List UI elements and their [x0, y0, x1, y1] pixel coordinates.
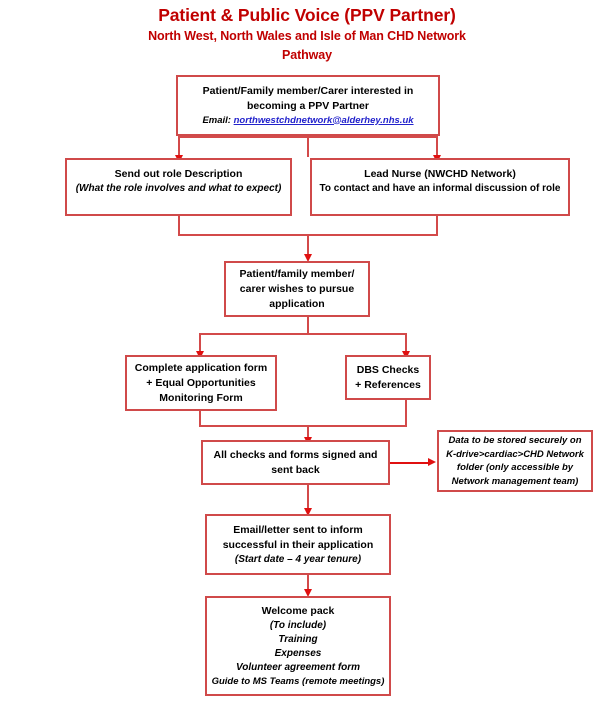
connector-split-horizontal-1	[178, 136, 438, 138]
node-interest-email-row: Email: northwestchdnetwork@alderhey.nhs.…	[202, 114, 413, 128]
connector-dbs-checks-down	[405, 400, 407, 427]
page-subtitle-line1: North West, North Wales and Isle of Man …	[148, 29, 466, 43]
node-welcome-pack-line4: Expenses	[274, 647, 322, 659]
connector-pursue-down	[307, 317, 309, 335]
node-interest-line1: Patient/Family member/Carer interested i…	[202, 84, 414, 97]
email-label: Email:	[202, 114, 231, 126]
node-lead-nurse-line1: Lead Nurse (NWCHD Network)	[364, 168, 516, 180]
connector-lead-nurse-down	[436, 216, 438, 236]
email-link[interactable]: northwestchdnetwork@alderhey.nhs.uk	[233, 114, 414, 126]
node-application-form[interactable]: Complete application form + Equal Opport…	[125, 355, 277, 411]
node-data-storage[interactable]: Data to be stored securely on K-drive>ca…	[437, 430, 593, 492]
page-subtitle-line2: Pathway	[281, 48, 332, 62]
connector-interest-down	[307, 135, 309, 157]
node-interest-line2: becoming a PPV Partner	[247, 99, 369, 112]
connector-split-right-down-2	[405, 333, 407, 354]
connector-application-form-down	[199, 411, 201, 427]
node-data-storage-line3: folder (only accessible by	[456, 462, 574, 473]
node-welcome-pack-line3: Training	[278, 633, 318, 645]
node-pursue-line3: application	[269, 297, 325, 310]
node-all-checks-line1: All checks and forms signed and	[213, 448, 378, 461]
connector-split-left-down	[178, 136, 180, 158]
node-dbs-checks-line2: + References	[355, 378, 421, 391]
arrow-to-data-storage	[428, 458, 436, 466]
node-application-form-line1: Complete application form	[134, 361, 268, 374]
node-application-form-line2: + Equal Opportunities	[146, 376, 256, 389]
connector-all-checks-right	[390, 462, 430, 464]
node-dbs-checks[interactable]: DBS Checks + References	[345, 355, 431, 400]
node-pursue[interactable]: Patient/family member/ carer wishes to p…	[224, 261, 370, 317]
connector-role-description-down	[178, 216, 180, 236]
title-block: Patient & Public Voice (PPV Partner) Nor…	[0, 0, 614, 65]
node-all-checks[interactable]: All checks and forms signed and sent bac…	[201, 440, 390, 485]
node-email-letter-line3: (Start date – 4 year tenure)	[234, 553, 362, 565]
node-welcome-pack-line6: Guide to MS Teams (remote meetings)	[211, 675, 385, 687]
connector-split-horizontal-2	[199, 333, 407, 335]
connector-email-letter-down	[307, 575, 309, 595]
node-pursue-line1: Patient/family member/	[239, 267, 355, 280]
arrow-to-email-letter	[303, 508, 312, 516]
node-email-letter[interactable]: Email/letter sent to inform successful i…	[205, 514, 391, 575]
arrow-to-pursue	[303, 254, 312, 262]
node-data-storage-line4: Network management team)	[451, 475, 579, 487]
node-lead-nurse[interactable]: Lead Nurse (NWCHD Network) To contact an…	[310, 158, 570, 216]
node-role-description-line2: (What the role involves and what to expe…	[75, 183, 282, 194]
connector-all-checks-down	[307, 485, 309, 510]
node-welcome-pack-line5: Volunteer agreement form	[235, 661, 361, 673]
node-interest[interactable]: Patient/Family member/Carer interested i…	[176, 75, 440, 136]
node-welcome-pack[interactable]: Welcome pack (To include) Training Expen…	[205, 596, 391, 696]
node-role-description[interactable]: Send out role Description (What the role…	[65, 158, 292, 216]
node-application-form-line3: Monitoring Form	[159, 391, 243, 404]
node-dbs-checks-line1: DBS Checks	[356, 363, 420, 376]
node-pursue-line2: carer wishes to pursue	[239, 282, 355, 295]
page-title: Patient & Public Voice (PPV Partner)	[158, 5, 456, 25]
node-data-storage-line2: K-drive>cardiac>CHD Network	[446, 448, 584, 460]
connector-split-left-down-2	[199, 333, 201, 354]
node-email-letter-line1: Email/letter sent to inform	[233, 523, 363, 536]
connector-merge-down-to-all-checks	[307, 425, 309, 440]
node-data-storage-line1: Data to be stored securely on	[448, 435, 582, 446]
node-all-checks-line2: sent back	[271, 463, 320, 476]
connector-split-right-down	[436, 136, 438, 158]
arrow-to-welcome-pack	[303, 589, 312, 597]
node-welcome-pack-line1: Welcome pack	[261, 604, 335, 617]
connector-merge-down-to-pursue	[307, 234, 309, 256]
node-lead-nurse-line2: To contact and have an informal discussi…	[319, 183, 561, 194]
node-role-description-line1: Send out role Description	[114, 168, 243, 180]
connector-merge-horizontal-2	[199, 425, 407, 427]
node-email-letter-line2: successful in their application	[222, 538, 374, 551]
node-welcome-pack-line2: (To include)	[269, 619, 327, 631]
